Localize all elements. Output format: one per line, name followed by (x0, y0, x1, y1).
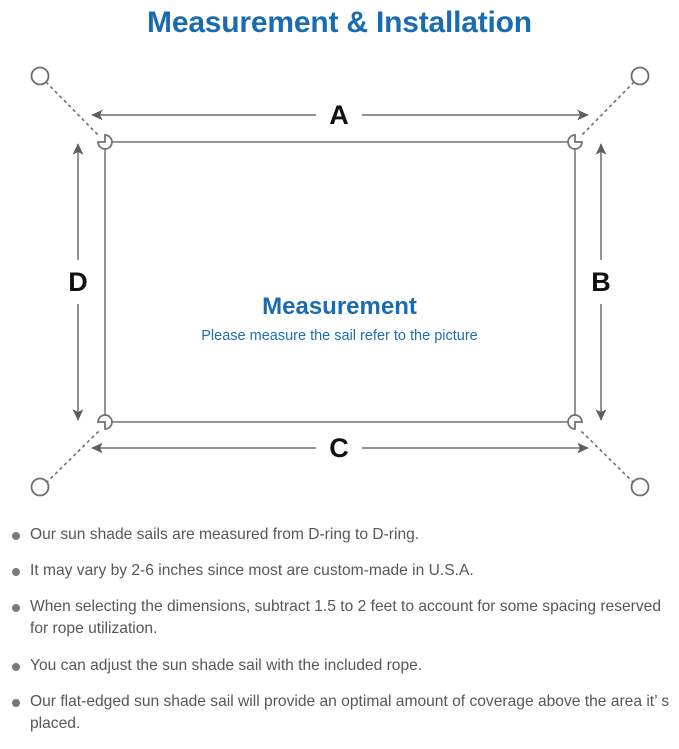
note-text: You can adjust the sun shade sail with t… (30, 656, 423, 674)
notes-list: Our sun shade sails are measured from D-… (0, 524, 679, 749)
list-item: You can adjust the sun shade sail with t… (0, 655, 679, 677)
rope-line-top-left (45, 81, 101, 138)
d-ring-bottom-left-icon (97, 414, 113, 430)
anchor-post-top-right-icon (630, 66, 650, 86)
dimension-c: C (91, 433, 589, 463)
bullet-icon (12, 568, 20, 577)
measurement-diagram: A C D B Measurement Please measure the s… (0, 48, 679, 518)
sail-rectangle (104, 141, 576, 423)
diagram-canvas: A C D B (30, 66, 650, 497)
measurement-heading: Measurement (262, 293, 417, 320)
measurement-subtitle: Please measure the sail refer to the pic… (201, 328, 478, 344)
list-item: Our sun shade sails are measured from D-… (0, 524, 679, 546)
list-item: It may vary by 2-6 inches since most are… (0, 560, 679, 582)
anchor-post-bottom-left-icon (30, 477, 50, 497)
bullet-icon (12, 698, 20, 707)
list-item: When selecting the dimensions, subtract … (0, 596, 679, 640)
anchor-post-bottom-right-icon (630, 477, 650, 497)
note-text: Our flat-edged sun shade sail will provi… (30, 692, 670, 732)
rope-line-bottom-right (579, 429, 635, 484)
d-ring-top-left-icon (97, 134, 113, 150)
anchor-posts (30, 66, 650, 497)
note-text: When selecting the dimensions, subtract … (30, 598, 662, 638)
bullet-icon (12, 604, 20, 613)
dimension-label-b: B (591, 267, 611, 297)
dimension-d: D (68, 143, 88, 421)
rope-line-bottom-left (45, 429, 101, 484)
bullet-icon (12, 532, 20, 540)
list-item: Our flat-edged sun shade sail will provi… (0, 691, 679, 735)
rope-line-top-right (579, 81, 635, 138)
page-title: Measurement & Installation (147, 6, 532, 39)
d-ring-top-right-icon (567, 134, 583, 150)
note-text: It may vary by 2-6 inches since most are… (30, 562, 474, 580)
d-ring-bottom-right-icon (567, 414, 583, 430)
dimension-label-a: A (329, 100, 349, 130)
dimension-label-c: C (329, 433, 349, 463)
bullet-icon (12, 662, 20, 671)
rope-lines (45, 81, 635, 484)
dimension-b: B (591, 143, 611, 421)
d-rings (97, 134, 583, 430)
note-text: Our sun shade sails are measured from D-… (30, 526, 420, 543)
dimension-label-d: D (68, 267, 88, 297)
dimension-a: A (91, 100, 589, 130)
anchor-post-top-left-icon (30, 66, 50, 86)
